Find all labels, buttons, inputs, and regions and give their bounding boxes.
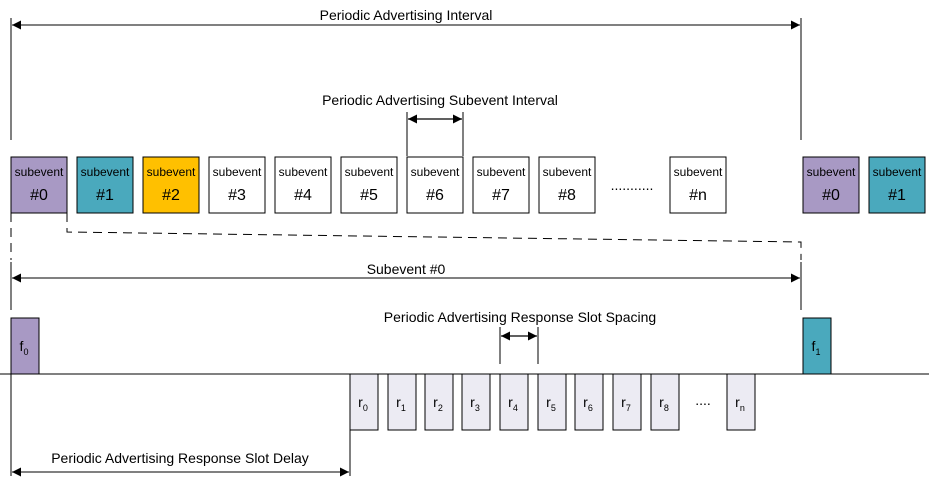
subevent-box-title: subevent: [543, 165, 592, 179]
response-slot-bg: [574, 373, 604, 431]
subevent-box-number: #0: [30, 187, 48, 204]
subevent-box-number: #3: [228, 187, 246, 204]
response-slot: r1: [387, 373, 417, 431]
subevent-box-title: subevent: [674, 165, 723, 179]
subevent-box-title: subevent: [873, 165, 922, 179]
response-slot-bg: [461, 373, 491, 431]
subevent-interval-label: Periodic Advertising Subevent Interval: [322, 92, 558, 108]
subevent-box-bg: [340, 156, 398, 214]
response-slot-bg: [726, 373, 756, 431]
response-slot-label: r4: [508, 394, 518, 413]
response-slot-label: r5: [546, 394, 556, 413]
subevent-box-number: #7: [492, 187, 510, 204]
response-slot-bg: [537, 373, 567, 431]
response-slot-label: rn: [735, 394, 745, 413]
subevent-box-bg: [538, 156, 596, 214]
subevent-box-bg: [76, 156, 134, 214]
subevent-box: subevent #3: [208, 156, 266, 214]
subevent-box-number: #2: [162, 187, 180, 204]
response-slot-label: r3: [470, 394, 480, 413]
response-slot: r6: [574, 373, 604, 431]
subevent-box-bg: [868, 156, 926, 214]
subevent-box-number: #0: [822, 187, 840, 204]
subevent-box: subevent #8: [538, 156, 596, 214]
subevent-box: subevent #6: [406, 156, 464, 214]
subevent-box: subevent #5: [340, 156, 398, 214]
response-slot: r7: [612, 373, 642, 431]
response-slot-bg: [650, 373, 680, 431]
subevent-box: subevent #2: [142, 156, 200, 214]
response-slot: r5: [537, 373, 567, 431]
subevent-box-bg: [208, 156, 266, 214]
response-slot: r2: [424, 373, 454, 431]
response-slot: r8: [650, 373, 680, 431]
subevent0-expansion-line-right: [66, 213, 802, 260]
subevent-box-title: subevent: [81, 165, 130, 179]
frame-label: f1: [812, 338, 821, 357]
response-slot-label: r8: [659, 394, 669, 413]
subevent-box-title: subevent: [807, 165, 856, 179]
subevent-box-title: subevent: [477, 165, 526, 179]
subevent-box-number: #4: [294, 187, 312, 204]
response-slot: rn: [726, 373, 756, 431]
response-slot-bg: [499, 373, 529, 431]
subevent-box-bg: [669, 156, 727, 214]
response-slot-bg: [424, 373, 454, 431]
subevent-box: subevent #1: [868, 156, 926, 214]
response-slot-label: r0: [358, 394, 368, 413]
response-slot-label: r1: [396, 394, 406, 413]
subevent-box-title: subevent: [15, 165, 64, 179]
response-slot: r4: [499, 373, 529, 431]
subevent-box-number: #6: [426, 187, 444, 204]
subevent-box-title: subevent: [279, 165, 328, 179]
response-slot: r0: [349, 373, 379, 431]
subevent-box: subevent #1: [76, 156, 134, 214]
subevent-box-bg: [274, 156, 332, 214]
subevent-box-title: subevent: [345, 165, 394, 179]
subevent-box-number: #5: [360, 187, 378, 204]
subevent-box: subevent #4: [274, 156, 332, 214]
response-slot-bg: [349, 373, 379, 431]
subevent-box-title: subevent: [213, 165, 262, 179]
response-slot: r3: [461, 373, 491, 431]
subevent-box: subevent #7: [472, 156, 530, 214]
subevent-box-title: subevent: [411, 165, 460, 179]
periodic-interval-label: Periodic Advertising Interval: [320, 7, 493, 23]
frame-label: f0: [20, 338, 29, 357]
subevent-box-bg: [802, 156, 860, 214]
subevent-ellipsis: ...........: [611, 177, 654, 193]
frame-box-bg: [802, 317, 832, 375]
response-slot-bg: [387, 373, 417, 431]
subevent-box-number: #8: [558, 187, 576, 204]
subevent-box-number: #1: [888, 187, 906, 204]
response-slot-label: r6: [583, 394, 593, 413]
subevent-box-bg: [142, 156, 200, 214]
frame-box: f0: [10, 317, 40, 375]
response-slot-row: r0 r1 r2 r3 r4 r5 r6 r7 r8 rn: [349, 373, 756, 431]
response-slot-bg: [612, 373, 642, 431]
frame-box: f1: [802, 317, 832, 375]
subevent-box-bg: [10, 156, 68, 214]
subevent-box-number: #1: [96, 187, 114, 204]
response-slot-label: r7: [621, 394, 631, 413]
subevent0-span-label: Subevent #0: [367, 261, 446, 277]
subevent-row: subevent #0 subevent #1 subevent #2 subevent #3…: [10, 156, 926, 214]
subevent-box-number: #n: [689, 187, 707, 204]
subevent-box: subevent #0: [10, 156, 68, 214]
subevent-box-bg: [472, 156, 530, 214]
slot-spacing-label: Periodic Advertising Response Slot Spaci…: [384, 309, 656, 325]
subevent-box-bg: [406, 156, 464, 214]
frame-row: f0 f1: [10, 317, 832, 375]
slot-delay-label: Periodic Advertising Response Slot Delay: [51, 450, 309, 466]
subevent-box: subevent #n: [669, 156, 727, 214]
slot-ellipsis: ....: [695, 392, 711, 408]
subevent-box-title: subevent: [147, 165, 196, 179]
frame-box-bg: [10, 317, 40, 375]
response-slot-label: r2: [433, 394, 443, 413]
subevent-box: subevent #0: [802, 156, 860, 214]
